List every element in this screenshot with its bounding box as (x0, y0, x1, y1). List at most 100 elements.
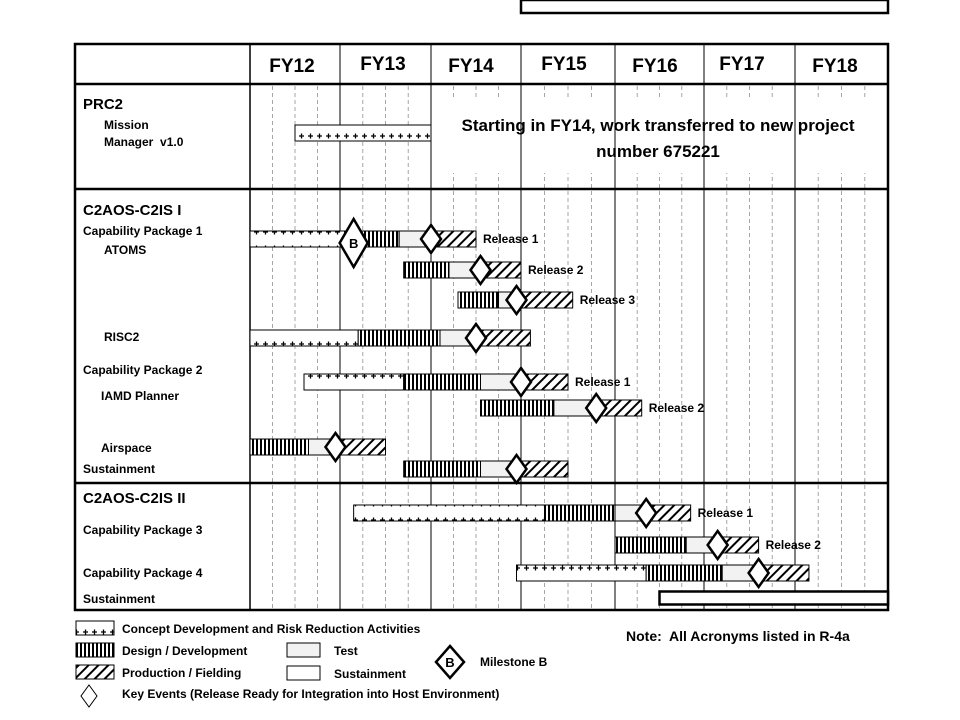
schedule-bar: Release 2 (614, 528, 822, 562)
release-label: Release 2 (649, 401, 705, 415)
row-label: RISC2 (104, 330, 140, 344)
key-event-marker (634, 496, 658, 530)
release-label: Release 1 (698, 506, 754, 520)
concept-segment (303, 373, 405, 391)
schedule-bar: Release 1 (353, 496, 754, 530)
fy-header: FY12 (269, 56, 314, 77)
key-event-marker (747, 556, 771, 590)
row-label: Sustainment (83, 462, 155, 476)
schedule-bar (249, 430, 386, 464)
key-event-marker (419, 222, 443, 256)
schedule-bar: Release 1 (303, 365, 631, 399)
design-segment (645, 564, 723, 582)
release-label: Release 1 (483, 232, 539, 246)
key-event-marker (464, 321, 488, 355)
milestone-b-glyph: B (445, 655, 454, 670)
concept-segment (294, 124, 432, 142)
legend-swatch-design (75, 642, 115, 658)
design-segment (614, 536, 687, 554)
fy-header: FY17 (719, 54, 764, 75)
row-label: Manager v1.0 (104, 135, 184, 149)
key-event-marker (504, 452, 529, 486)
row-label: Capability Package 1 (83, 224, 203, 238)
section-title: PRC2 (83, 96, 123, 113)
legend-label-sustainment: Sustainment (334, 667, 406, 681)
row-label: Capability Package 2 (83, 363, 203, 377)
prc2-note-line: Starting in FY14, work transferred to ne… (462, 116, 855, 135)
release-label: Release 3 (580, 293, 636, 307)
key-event-icon (80, 684, 98, 708)
schedule-bar (658, 590, 890, 606)
legend-label-key-event: Key Events (Release Ready for Integratio… (122, 687, 499, 701)
concept-segment (249, 329, 359, 347)
design-segment (480, 399, 555, 417)
row-label: Capability Package 4 (83, 566, 203, 580)
prc2-note-box (432, 99, 884, 173)
key-event-marker (504, 283, 529, 317)
legend: Concept Development and Risk Reduction A… (75, 620, 850, 708)
sustainment-segment (658, 590, 890, 606)
design-segment (457, 291, 499, 309)
schedule-bar: B Release 1 (249, 216, 539, 270)
fy-header: FY13 (360, 54, 405, 75)
row-label: Sustainment (83, 592, 155, 606)
legend-label-milestone-b: Milestone B (480, 655, 548, 669)
section-title: C2AOS-C2IS II (83, 490, 186, 507)
legend-label-concept: Concept Development and Risk Reduction A… (122, 622, 421, 636)
legend-label-design: Design / Development (122, 644, 247, 658)
schedule-bar: Release 3 (457, 283, 636, 317)
legend-swatch-sustainment (286, 665, 321, 681)
prc2-note-line: number 675221 (596, 142, 720, 161)
legend-swatch-concept (75, 620, 115, 636)
row-label: Airspace (101, 441, 152, 455)
row-label: IAMD Planner (101, 389, 179, 403)
chart-frame (73, 42, 890, 612)
design-segment (403, 373, 482, 391)
key-event-marker (584, 391, 608, 425)
key-event-marker (468, 253, 493, 287)
schedule-bar (516, 556, 810, 590)
design-segment (357, 329, 441, 347)
schedule-bar (403, 452, 569, 486)
outer-border (73, 42, 890, 612)
design-segment (403, 261, 450, 279)
fiscal-year-headers: FY12 FY13 FY14 FY15 FY16 FY17 FY18 (269, 54, 857, 77)
fy-header: FY16 (632, 56, 677, 77)
milestone-b-letter: B (349, 236, 358, 251)
schedule-bar (249, 321, 531, 355)
schedule-bar: Release 2 (480, 391, 705, 425)
row-labels: PRC2 Mission Manager v1.0 C2AOS-C2IS I C… (83, 96, 203, 606)
key-event-marker (509, 365, 533, 399)
schedule-bar: Release 2 (403, 253, 584, 287)
concept-segment (353, 504, 545, 522)
fy-header: FY18 (812, 56, 857, 77)
design-segment (544, 504, 616, 522)
concept-segment (249, 230, 355, 248)
acronyms-note: Note: All Acronyms listed in R-4a (626, 628, 850, 644)
schedule-bars: B Release 1 Release 2 Release 3 Release 1 Rel… (249, 0, 890, 606)
fy-header: FY15 (541, 54, 587, 75)
design-segment (403, 460, 482, 478)
legend-label-production: Production / Fielding (122, 666, 241, 680)
row-label: ATOMS (104, 243, 146, 257)
release-label: Release 1 (575, 375, 631, 389)
fy-header: FY14 (448, 56, 494, 77)
release-label: Release 2 (528, 263, 584, 277)
row-label: Capability Package 3 (83, 523, 203, 537)
sustainment-segment (519, 0, 890, 15)
milestone-b-marker (338, 216, 370, 270)
release-label: Release 2 (766, 538, 822, 552)
legend-label-test: Test (334, 644, 358, 658)
milestone-b-icon (434, 644, 466, 680)
schedule-bar (519, 0, 890, 15)
key-event-marker (706, 528, 730, 562)
legend-swatch-test (286, 642, 321, 658)
section-title: C2AOS-C2IS I (83, 202, 181, 219)
row-label: Mission (104, 118, 149, 132)
concept-segment (516, 564, 647, 582)
design-segment (249, 438, 309, 456)
schedule-bar (294, 124, 432, 142)
key-event-marker (323, 430, 348, 464)
legend-swatch-production (75, 664, 115, 680)
